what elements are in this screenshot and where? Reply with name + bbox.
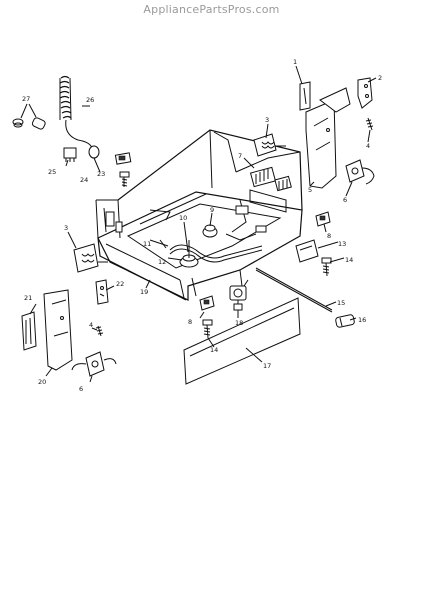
- callout-14-right: 14: [345, 256, 353, 264]
- callout-16: 16: [358, 316, 366, 324]
- part-8-clip-lower[interactable]: [199, 295, 215, 311]
- part-screw-near-23[interactable]: [119, 171, 130, 187]
- callout-7: 7: [238, 152, 242, 160]
- callout-24: 24: [80, 176, 88, 184]
- part-1-bracket[interactable]: [299, 81, 311, 111]
- part-5-side-rail[interactable]: [305, 87, 351, 189]
- callout-10: 10: [179, 214, 187, 222]
- callout-9: 9: [210, 206, 214, 214]
- callout-4-upper: 4: [366, 142, 370, 150]
- callout-8-upper: 8: [327, 232, 331, 240]
- callout-25: 25: [48, 168, 56, 176]
- part-17-kick-plate[interactable]: [183, 297, 301, 385]
- part-27-clips[interactable]: [12, 103, 46, 130]
- callout-5: 5: [308, 186, 312, 194]
- leader-lines: [29, 65, 377, 383]
- callout-23: 23: [97, 170, 105, 178]
- part-20-side-rail[interactable]: [43, 289, 73, 371]
- callout-4-lower: 4: [89, 321, 93, 329]
- callout-19: 19: [140, 288, 148, 296]
- callout-6-upper: 6: [343, 196, 347, 204]
- part-3-hinge-upper[interactable]: [253, 133, 286, 157]
- part-3-hinge-lower[interactable]: [73, 243, 108, 273]
- site-watermark: AppliancePartsPros.com: [143, 3, 280, 16]
- callout-3-lower: 3: [64, 224, 68, 232]
- callout-18: 18: [235, 319, 243, 327]
- callout-11: 11: [143, 240, 151, 248]
- callout-labels: 1 2 3 3 4 4 5 6 6 7 8 8 9 10 11 12 13 14…: [22, 58, 382, 393]
- callout-1: 1: [293, 58, 297, 66]
- callout-8-lower: 8: [188, 318, 192, 326]
- callout-15: 15: [337, 299, 345, 307]
- callout-3-upper: 3: [265, 116, 269, 124]
- part-7-module[interactable]: [249, 166, 292, 192]
- part-2-bracket[interactable]: [357, 77, 373, 109]
- part-6-switch-lower[interactable]: [71, 351, 117, 377]
- callout-27: 27: [22, 95, 30, 103]
- callout-14-lower: 14: [210, 346, 218, 354]
- callout-2: 2: [378, 74, 382, 82]
- part-26-coiled-cord[interactable]: [59, 75, 100, 159]
- part-19-base-tub[interactable]: [95, 129, 303, 301]
- callout-12: 12: [158, 258, 166, 266]
- callout-17: 17: [263, 362, 271, 370]
- callout-26: 26: [86, 96, 94, 104]
- part-14-screw-right[interactable]: [321, 257, 332, 277]
- part-16-plug[interactable]: [335, 314, 355, 328]
- part-screw-near-4-upper[interactable]: [365, 117, 374, 131]
- part-4-screw-lower[interactable]: [95, 325, 104, 337]
- part-8-clip-upper[interactable]: [315, 211, 331, 227]
- part-25-terminal[interactable]: [63, 147, 77, 162]
- part-15-rod[interactable]: [255, 267, 333, 313]
- part-6-switch-upper[interactable]: [345, 159, 375, 185]
- part-22-bracket[interactable]: [95, 279, 109, 305]
- callout-22: 22: [116, 280, 124, 288]
- callout-13: 13: [338, 240, 346, 248]
- part-14-screw-lower[interactable]: [202, 319, 213, 339]
- part-18-valve[interactable]: [229, 279, 249, 311]
- part-23-bracket[interactable]: [114, 152, 132, 165]
- callout-6-lower: 6: [79, 385, 83, 393]
- part-13-bracket[interactable]: [295, 239, 319, 263]
- callout-21: 21: [24, 294, 32, 302]
- callout-20: 20: [38, 378, 46, 386]
- part-21-pad[interactable]: [21, 311, 37, 351]
